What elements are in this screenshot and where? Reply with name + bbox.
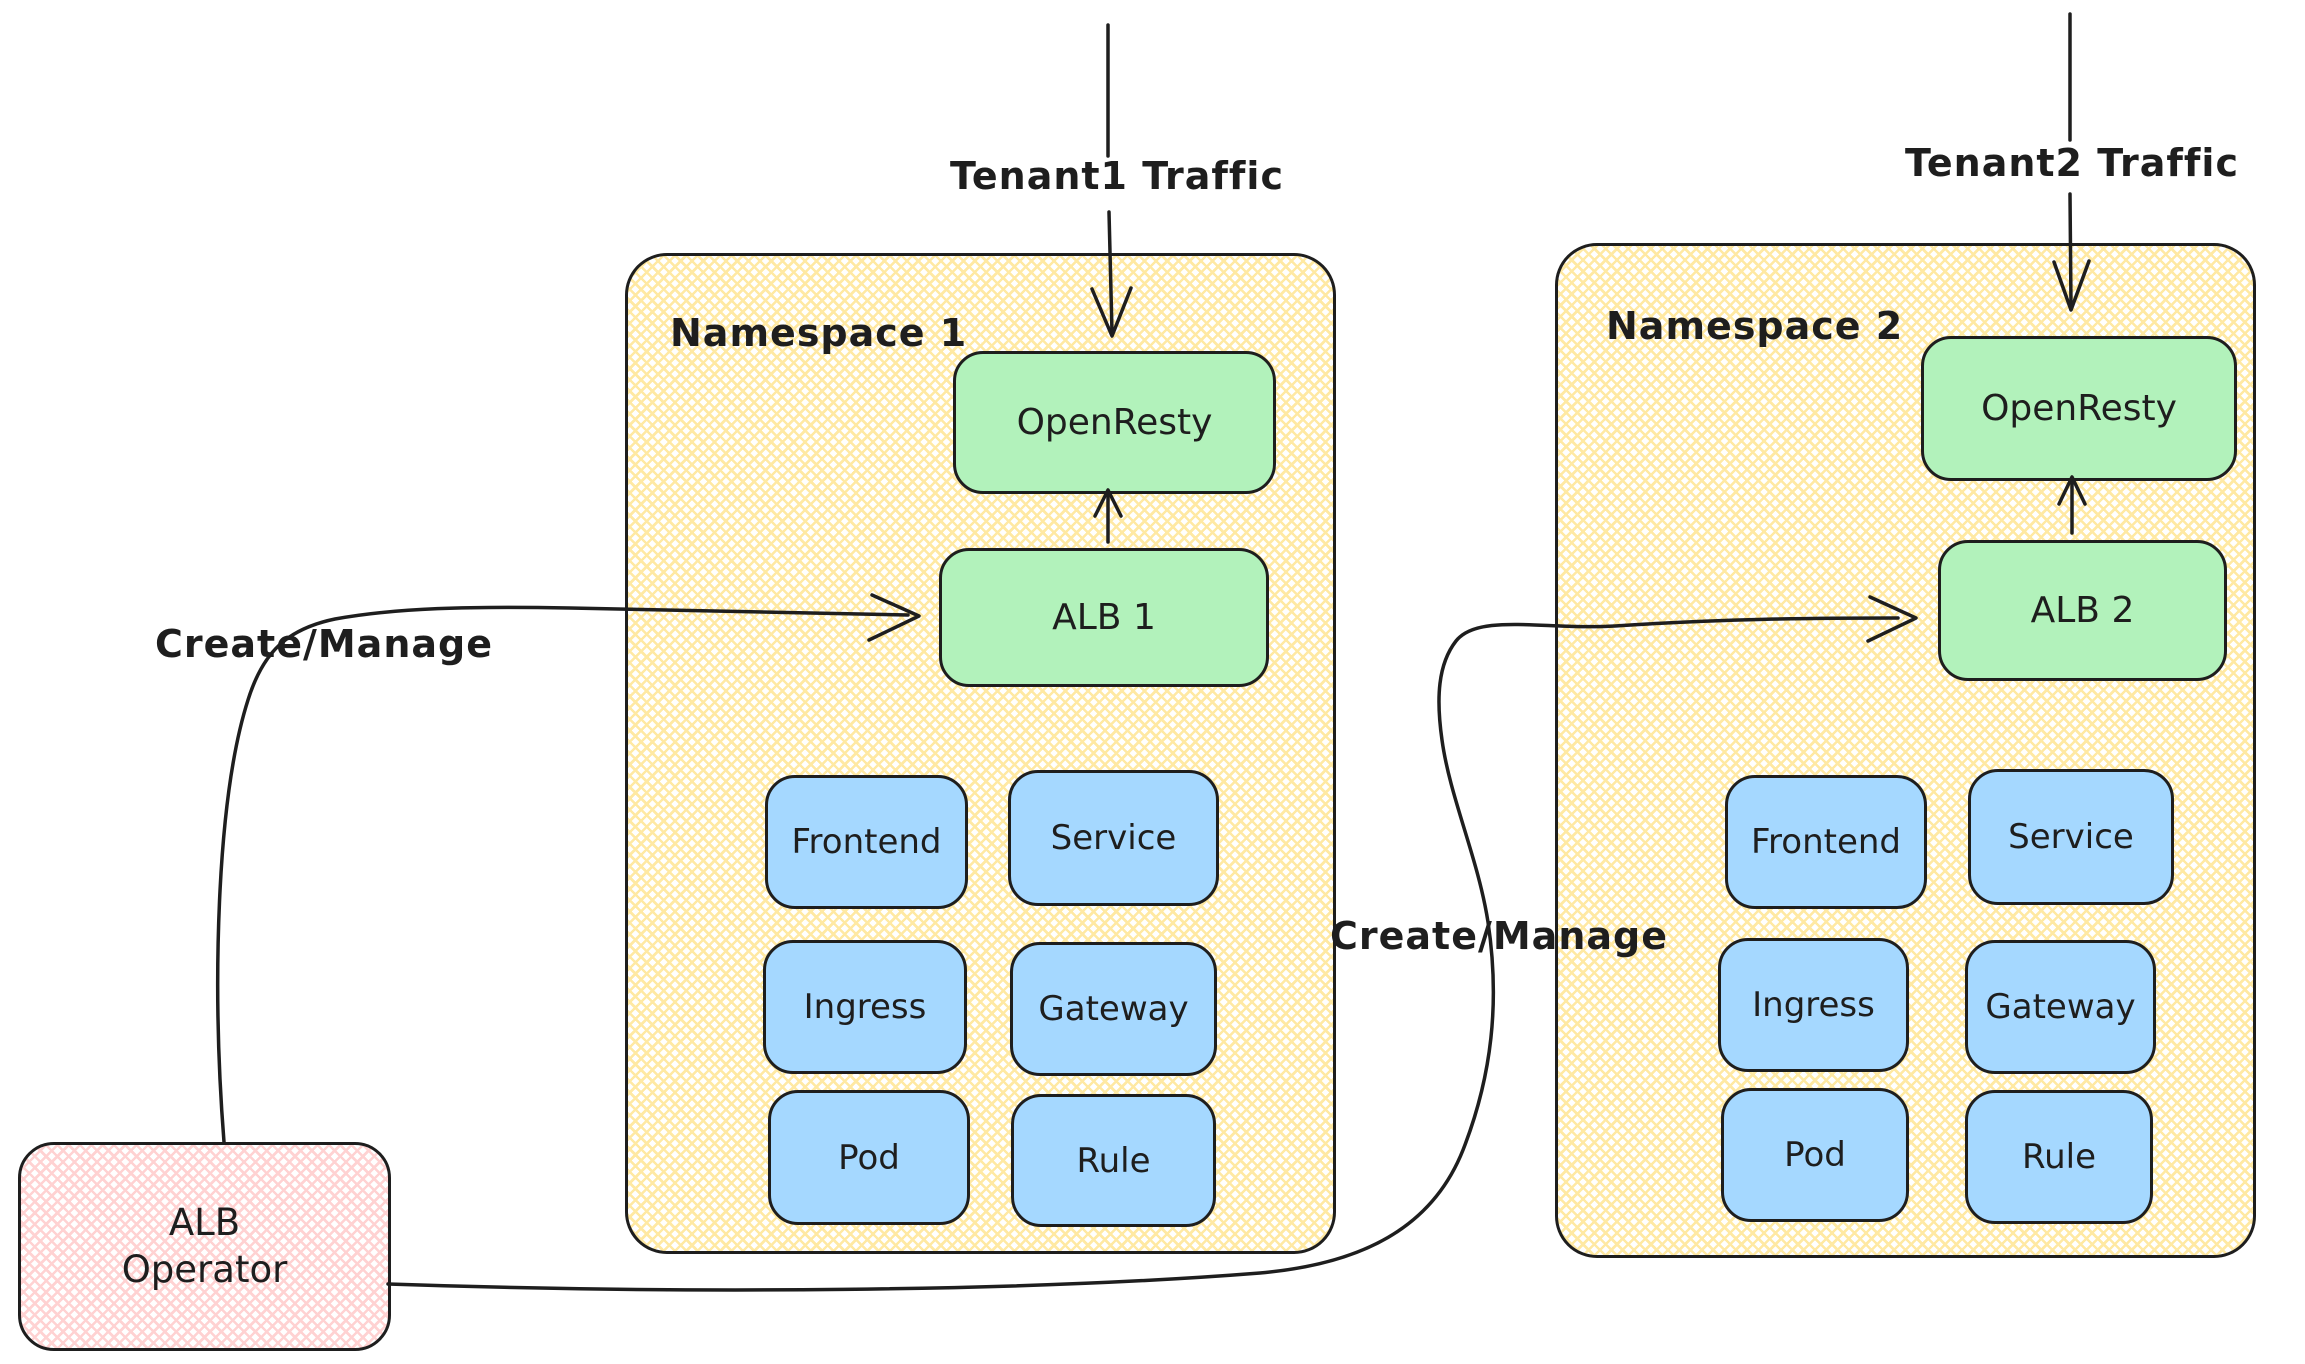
openresty-1-box: OpenResty	[953, 351, 1276, 494]
resource-gateway-ns1: Gateway	[1010, 942, 1217, 1076]
resource-frontend-ns2: Frontend	[1725, 775, 1927, 909]
alb-operator-box: ALB Operator	[18, 1142, 391, 1351]
create-manage-label-2: Create/Manage	[1330, 914, 1668, 958]
create-manage-label-1: Create/Manage	[155, 622, 493, 666]
resource-pod-ns1: Pod	[768, 1090, 970, 1225]
tenant1-traffic-label: Tenant1 Traffic	[950, 154, 1284, 198]
resource-rule-ns2: Rule	[1965, 1090, 2153, 1224]
resource-pod-ns2: Pod	[1721, 1088, 1909, 1222]
namespace-2-title: Namespace 2	[1606, 304, 1904, 348]
namespace-2-box: Namespace 2 OpenResty ALB 2 Frontend Ser…	[1555, 243, 2256, 1258]
resource-ingress-ns1: Ingress	[763, 940, 967, 1074]
resource-ingress-ns2: Ingress	[1718, 938, 1909, 1072]
resource-frontend-ns1: Frontend	[765, 775, 968, 909]
alb-2-box: ALB 2	[1938, 540, 2227, 681]
resource-service-ns2: Service	[1968, 769, 2174, 905]
tenant2-traffic-label: Tenant2 Traffic	[1905, 141, 2239, 185]
resource-service-ns1: Service	[1008, 770, 1219, 906]
resource-rule-ns1: Rule	[1011, 1094, 1216, 1227]
alb-1-box: ALB 1	[939, 548, 1269, 687]
namespace-1-box: Namespace 1 OpenResty ALB 1 Frontend Ser…	[625, 253, 1336, 1254]
resource-gateway-ns2: Gateway	[1965, 940, 2156, 1074]
openresty-2-box: OpenResty	[1921, 336, 2237, 481]
namespace-1-title: Namespace 1	[670, 311, 968, 355]
